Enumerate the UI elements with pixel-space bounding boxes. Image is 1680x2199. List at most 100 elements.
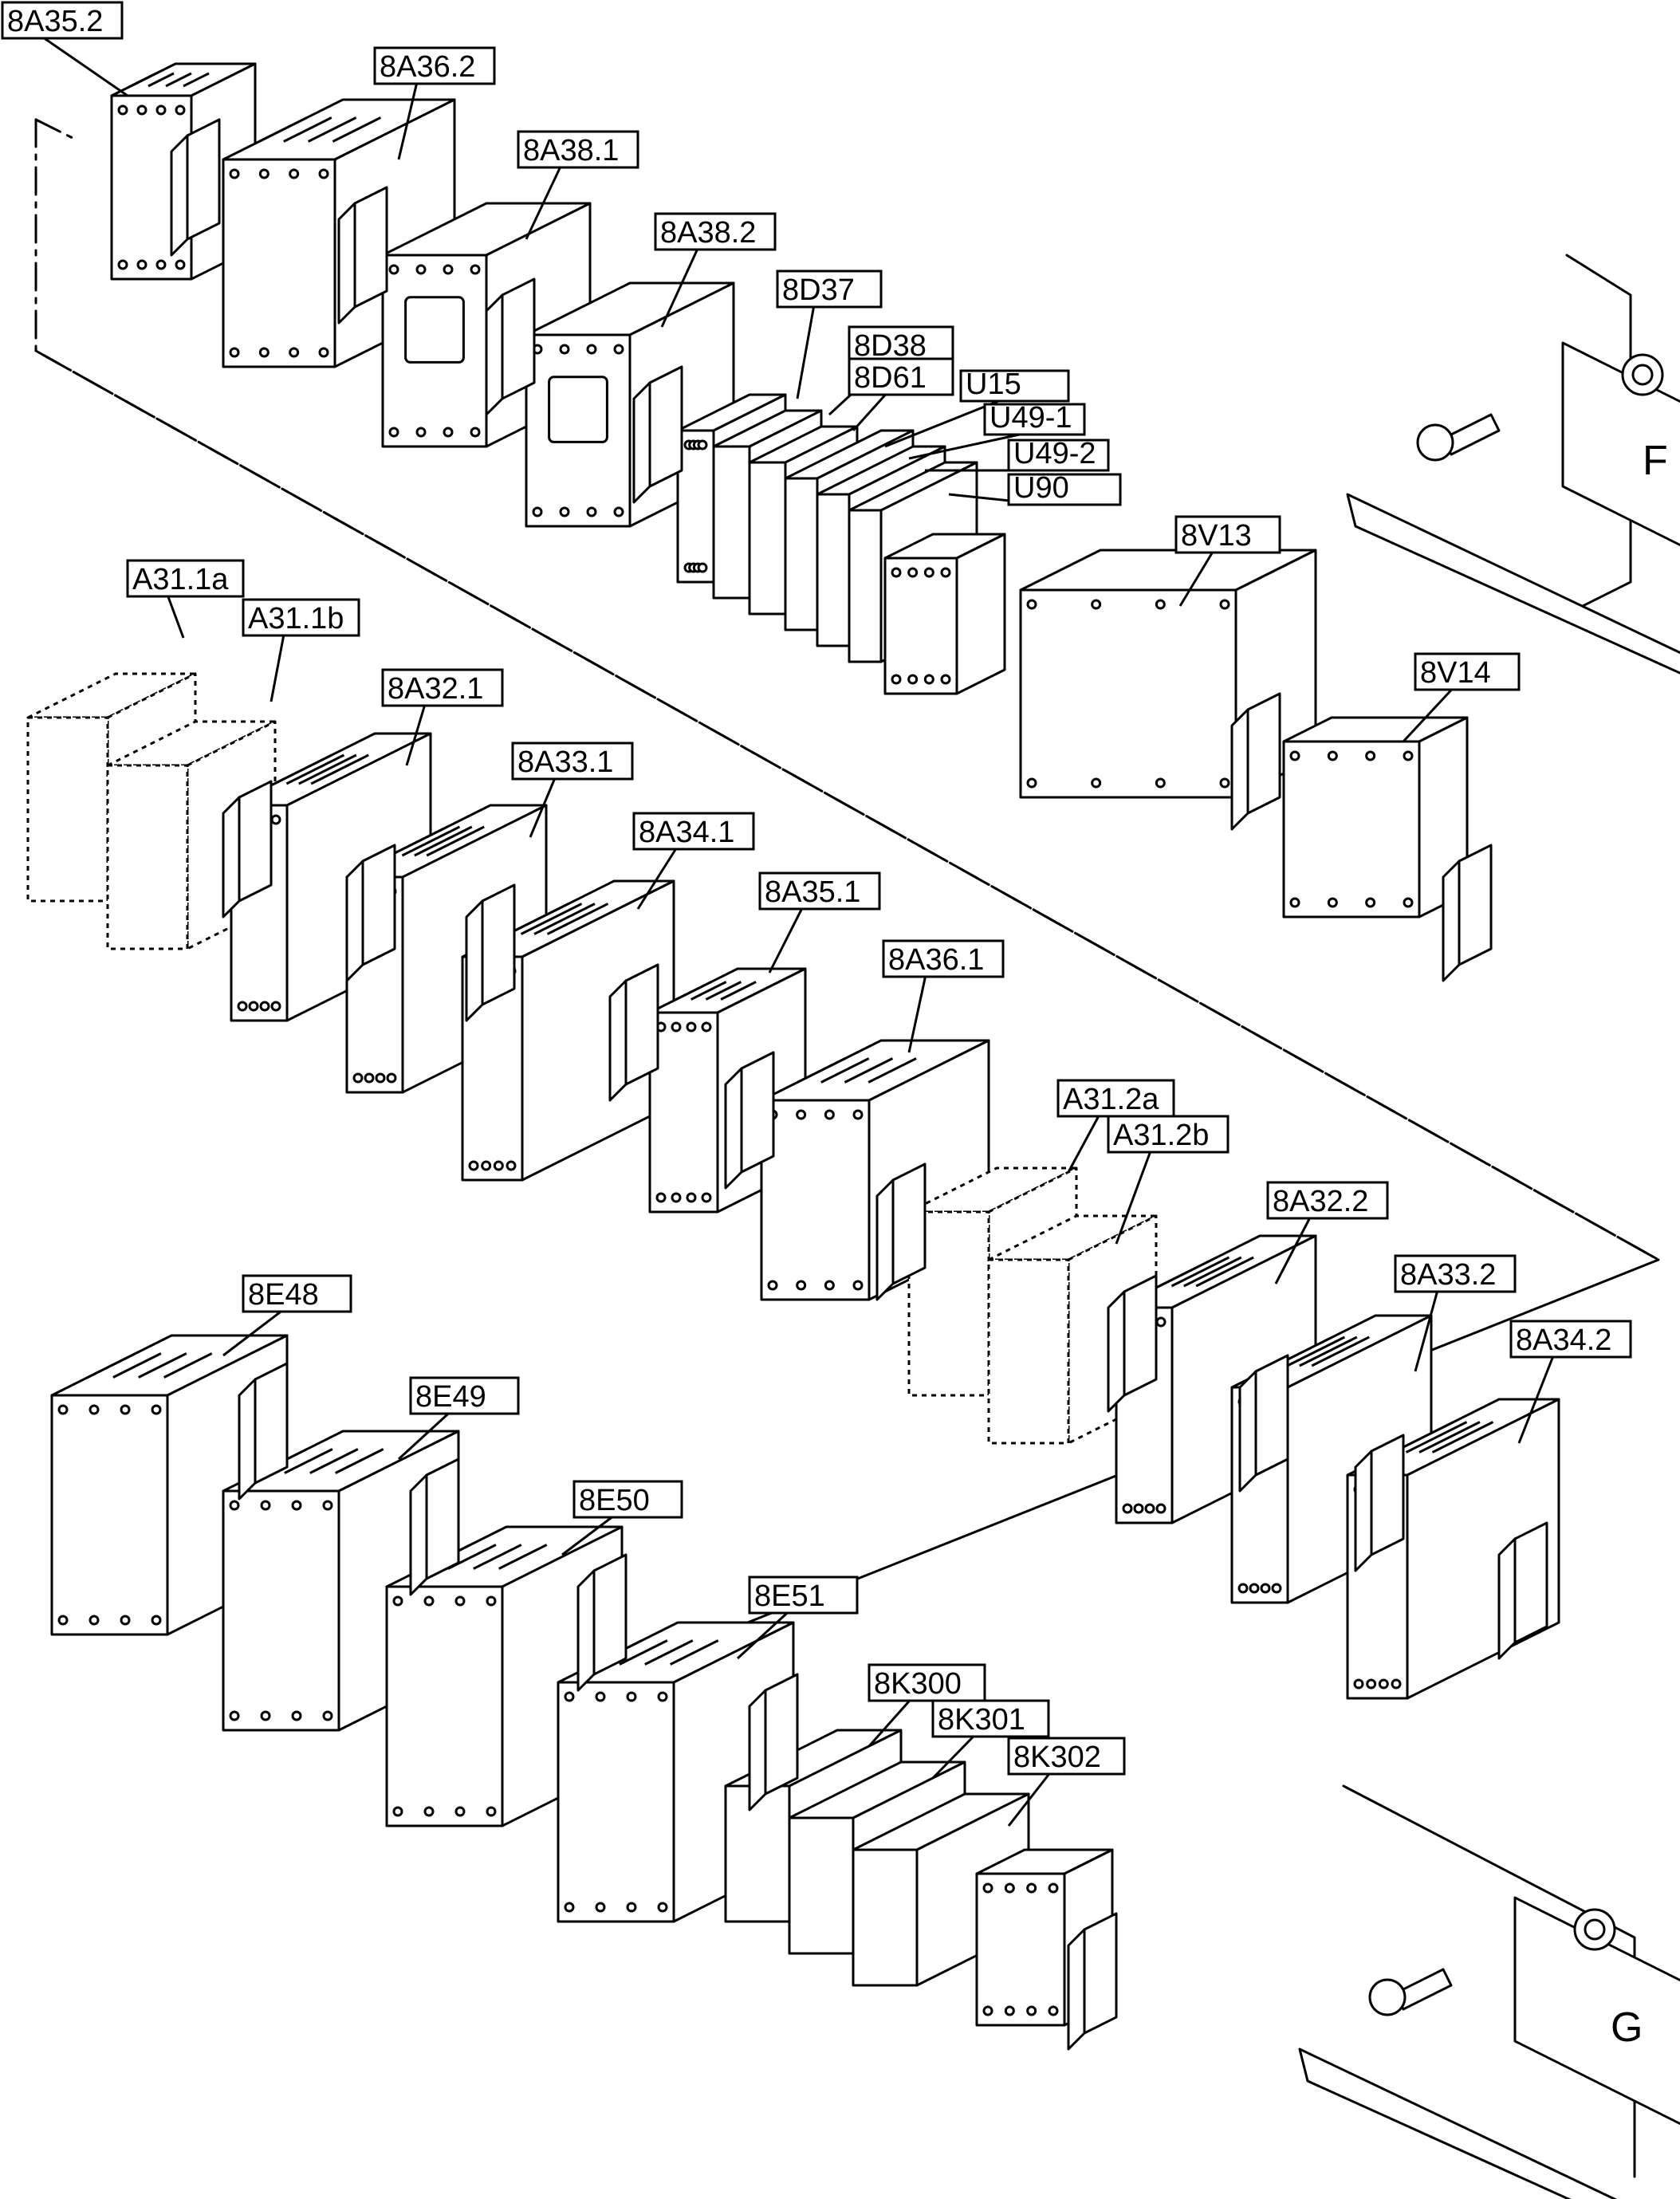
label-text: U15 xyxy=(966,368,1021,401)
leader-line xyxy=(931,1735,974,1780)
leader-line xyxy=(736,1611,789,1660)
callout-label-a31-1a: A31.1a xyxy=(126,559,245,639)
rail-clip xyxy=(345,844,396,982)
leader-line xyxy=(525,167,561,240)
leader-line xyxy=(529,778,556,838)
label-box xyxy=(1174,515,1281,554)
label-box xyxy=(1414,652,1521,691)
label-text: A31.1b xyxy=(248,602,344,635)
rail-clip xyxy=(875,1162,927,1301)
callout-label-8a36-2: 8A36.2 xyxy=(373,46,496,160)
label-text: 8E49 xyxy=(415,1380,486,1414)
leader-line xyxy=(1517,1356,1554,1444)
leader-line xyxy=(270,635,285,702)
label-box xyxy=(1509,1320,1632,1359)
callout-label-8a38-2: 8A38.2 xyxy=(654,212,777,328)
label-box xyxy=(1007,1737,1126,1776)
label-box xyxy=(126,559,245,598)
label-text: 8K301 xyxy=(938,1703,1025,1737)
rail-clip xyxy=(632,365,683,504)
detail-letter-g: G xyxy=(1611,2004,1643,2051)
leader-line xyxy=(1067,1115,1100,1173)
label-box xyxy=(1007,439,1110,472)
label-box xyxy=(748,1575,859,1615)
leader-line xyxy=(908,433,1021,460)
label-text: 8V13 xyxy=(1181,519,1252,553)
label-box xyxy=(882,939,1005,978)
leader-line xyxy=(1007,1773,1050,1827)
callout-label-8d38: 8D38 xyxy=(828,325,954,416)
module-8A34-1 xyxy=(461,879,675,1182)
label-text: 8D38 xyxy=(854,329,927,363)
leader-line xyxy=(768,908,803,974)
label-box xyxy=(381,668,504,707)
callout-label-8a36-1: 8A36.1 xyxy=(882,939,1005,1053)
label-box xyxy=(848,357,954,396)
label-box xyxy=(868,1663,986,1702)
label-text: 8K302 xyxy=(1013,1741,1101,1774)
rail-clip xyxy=(1067,1912,1118,2051)
leader-line xyxy=(868,1700,911,1747)
label-text: 8A36.1 xyxy=(888,943,984,977)
label-text: 8D37 xyxy=(782,273,855,307)
label-box xyxy=(983,403,1086,436)
rail-clip xyxy=(222,780,273,919)
leader-line xyxy=(222,1310,282,1357)
label-text: 8A35.1 xyxy=(765,875,860,909)
leader-line xyxy=(167,596,185,639)
label-box xyxy=(511,742,634,781)
module-U90 xyxy=(883,533,1006,695)
rail-clip xyxy=(238,1362,289,1501)
leader-line xyxy=(1115,1151,1151,1245)
label-box xyxy=(409,1376,520,1415)
rail-clip xyxy=(608,963,659,1102)
callout-label-a31-2b: A31.2b xyxy=(1107,1115,1230,1245)
callout-label-8e49: 8E49 xyxy=(397,1376,520,1461)
rail-clip xyxy=(170,118,221,257)
leader-line xyxy=(1178,552,1214,607)
leader-line xyxy=(561,1516,613,1556)
label-box xyxy=(632,812,755,851)
detail-G-bracket xyxy=(1298,1896,1680,2199)
label-text: U90 xyxy=(1013,471,1069,505)
rail-clip xyxy=(1354,1434,1405,1572)
module-8V14 xyxy=(1282,716,1469,919)
label-box xyxy=(1,1,124,40)
callout-label-8a32-1: 8A32.1 xyxy=(381,668,504,766)
callout-label-8v13: 8V13 xyxy=(1174,515,1281,607)
label-text: 8D61 xyxy=(854,361,927,395)
label-text: U49-2 xyxy=(1013,437,1096,470)
label-text: 8K300 xyxy=(874,1667,962,1701)
rail-clip xyxy=(1107,1274,1158,1413)
rail-clip xyxy=(1238,1354,1289,1493)
callout-label-a31-2a: A31.2a xyxy=(1056,1079,1175,1173)
label-box xyxy=(1107,1115,1230,1154)
leader-line xyxy=(397,83,418,160)
leader-line xyxy=(884,399,999,448)
label-text: 8A38.1 xyxy=(523,134,619,167)
leader-line xyxy=(660,249,698,328)
callout-label-8a35-1: 8A35.1 xyxy=(758,871,881,974)
detail-F-bracket xyxy=(1346,341,1680,675)
label-text: 8A32.2 xyxy=(1273,1185,1368,1218)
label-box xyxy=(242,1274,352,1313)
callout-label-u15: U15 xyxy=(884,368,1070,448)
callout-label-8a33-2: 8A33.2 xyxy=(1394,1254,1517,1372)
label-box xyxy=(373,46,496,85)
callout-label-u90: U90 xyxy=(948,471,1122,506)
callout-label-8a33-1: 8A33.1 xyxy=(511,742,634,838)
callout-label-u49-1: U49-1 xyxy=(908,401,1086,460)
label-box xyxy=(654,212,777,251)
label-box xyxy=(517,130,639,169)
callout-label-8a38-1: 8A38.1 xyxy=(517,130,639,240)
label-text: 8E51 xyxy=(754,1579,825,1613)
label-text: 8A33.1 xyxy=(517,745,613,779)
callout-label-8v14: 8V14 xyxy=(1402,652,1521,743)
label-box xyxy=(931,1699,1050,1738)
leader-line xyxy=(1414,1291,1438,1372)
label-text: A31.2b xyxy=(1113,1119,1209,1152)
label-box xyxy=(1266,1181,1389,1220)
label-text: 8V14 xyxy=(1420,656,1491,690)
